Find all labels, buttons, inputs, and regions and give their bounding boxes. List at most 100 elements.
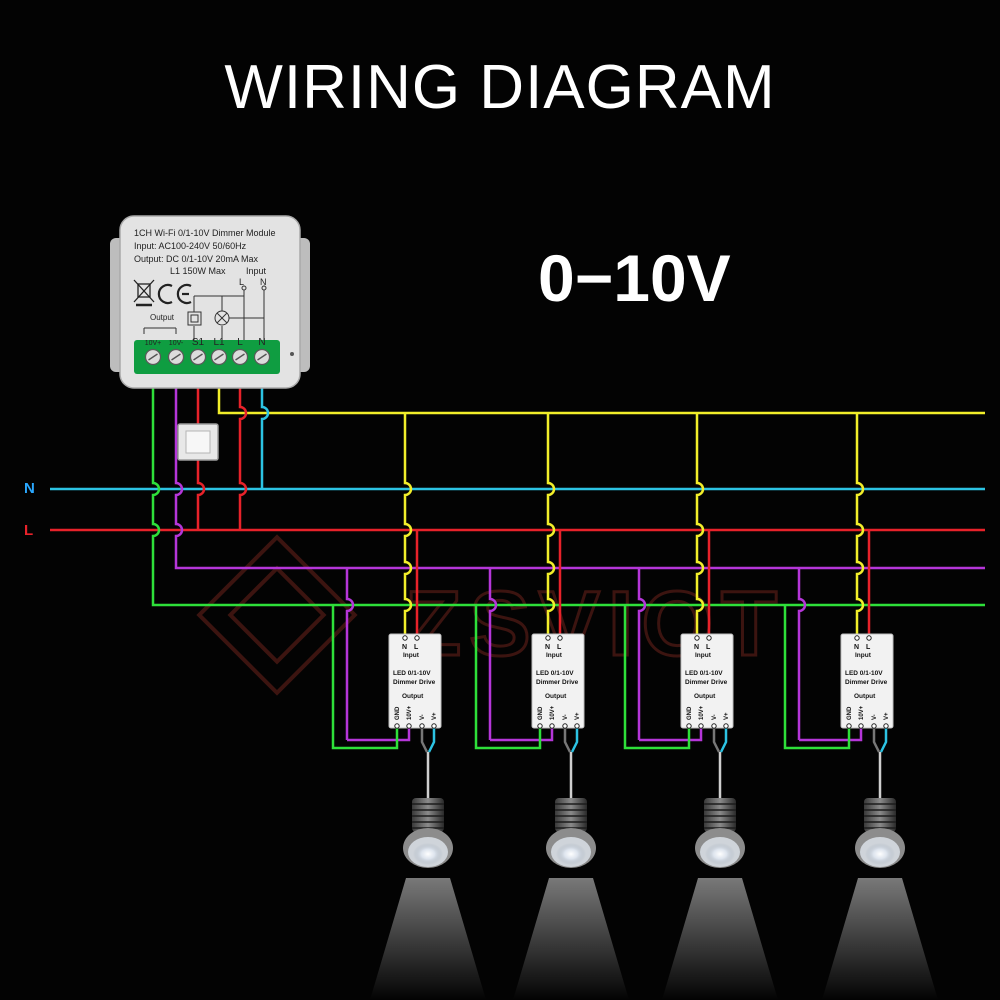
led-downlight-icon — [370, 798, 486, 1000]
led-downlight-icon — [662, 798, 778, 1000]
driver-1-signal-minus-link — [331, 605, 399, 750]
driver-output-terminal-label: V- — [420, 714, 426, 720]
driver-4-signal-minus-link — [783, 605, 851, 750]
weee-icon — [133, 279, 155, 307]
driver-4-output-v-plus-wire — [879, 726, 888, 753]
driver-4-signal-plus-link — [799, 726, 863, 742]
driver-1-n-wire — [403, 413, 413, 638]
module-terminal-l1: L1 — [210, 337, 228, 366]
led-downlights — [370, 798, 938, 1000]
driver-output-terminal — [871, 723, 877, 729]
driver-output-terminal-label: V- — [563, 714, 569, 720]
driver-n-terminal — [402, 635, 408, 641]
driver-n-terminal — [545, 635, 551, 641]
driver-2-output-v-plus-wire — [570, 726, 579, 753]
driver-output-terminal — [883, 723, 889, 729]
driver-output-terminal-label: GND — [687, 706, 693, 720]
module-terminal-s1: S1 — [189, 337, 207, 366]
driver-input-terminal-label: L — [557, 644, 562, 651]
driver-output-terminal-label: V- — [712, 714, 718, 720]
driver-name-line1: LED 0/1-10V — [685, 670, 723, 677]
driver-output-terminal — [846, 723, 852, 729]
module-l-label: L — [239, 277, 244, 287]
driver-input-label: Input — [855, 652, 872, 659]
driver-output-terminal-label: 10V+ — [859, 705, 865, 720]
driver-input-terminal-label: N — [545, 644, 550, 651]
ce-mark-icon — [157, 283, 192, 305]
driver-l-terminal — [414, 635, 420, 641]
module-output-label: Output — [150, 313, 175, 322]
module-label-line3: Output: DC 0/1-10V 20mA Max — [134, 254, 259, 264]
driver-output-terminal-label: V- — [872, 714, 878, 720]
driver-name-line2: Dimmer Drive — [536, 679, 579, 686]
driver-l-terminal — [706, 635, 712, 641]
module-terminal-label: N — [258, 337, 265, 348]
module-terminal-10v-: 10V- — [167, 340, 185, 366]
module-n-drop — [260, 374, 270, 489]
driver-name-line1: LED 0/1-10V — [845, 670, 883, 677]
module-terminal-10v-plus: 10V+ — [145, 340, 162, 366]
driver-input-label: Input — [403, 652, 420, 659]
module-label-line1: 1CH Wi-Fi 0/1-10V Dimmer Module — [134, 228, 276, 238]
driver-3-output-v-plus-wire — [719, 726, 728, 753]
driver-3-signal-plus-link — [639, 726, 703, 742]
driver-output-terminal-label: 10V+ — [550, 705, 556, 720]
driver-2-n-wire — [546, 413, 556, 638]
driver-l-terminal — [557, 635, 563, 641]
module-input-label: Input — [246, 266, 267, 276]
driver-output-terminal — [419, 723, 425, 729]
driver-output-terminal — [858, 723, 864, 729]
driver-output-terminal — [549, 723, 555, 729]
page-title: WIRING DIAGRAM — [224, 53, 776, 122]
driver-2-output-v-minus-wire — [563, 726, 572, 753]
module-terminal-label: L1 — [213, 337, 225, 348]
driver-output-label: Output — [854, 693, 876, 700]
driver-name-line1: LED 0/1-10V — [393, 670, 431, 677]
driver-name-line2: Dimmer Drive — [393, 679, 436, 686]
module-terminal-label: 10V+ — [145, 340, 162, 347]
module-internal-schematic — [143, 285, 267, 344]
driver-4-output-v-minus-wire — [872, 726, 881, 753]
driver-output-terminal — [394, 723, 400, 729]
driver-1-output-v-plus-wire — [427, 726, 436, 753]
watermark-logo-icon — [196, 534, 358, 696]
driver-3-signal-plus-wire — [637, 568, 647, 740]
led-downlight-icon — [822, 798, 938, 1000]
driver-4-signal-plus-wire — [797, 568, 807, 740]
driver-output-terminal — [562, 723, 568, 729]
wall-switch — [177, 423, 219, 461]
dimmer-module: 1CH Wi-Fi 0/1-10V Dimmer Module Input: A… — [110, 215, 310, 389]
module-terminal-n: N — [253, 337, 271, 366]
driver-input-terminal-label: L — [706, 644, 711, 651]
driver-output-terminal-label: GND — [538, 706, 544, 720]
driver-output-terminal-label: V+ — [884, 712, 890, 720]
driver-output-terminal-label: 10V+ — [699, 705, 705, 720]
driver-3-signal-minus-link — [623, 605, 691, 750]
driver-2-signal-minus-link — [474, 605, 542, 750]
driver-l-terminal — [866, 635, 872, 641]
driver-2-signal-plus-wire — [488, 568, 498, 740]
driver-1-signal-plus-link — [347, 726, 411, 742]
driver-output-terminal — [723, 723, 729, 729]
driver-output-terminal-label: V+ — [575, 712, 581, 720]
module-n-label: N — [260, 277, 267, 287]
driver-1-signal-plus-wire — [345, 568, 355, 740]
module-label-line4: L1 150W Max — [170, 266, 226, 276]
driver-input-terminal-label: L — [866, 644, 871, 651]
driver-output-terminal — [698, 723, 704, 729]
switched-line-bus-wire — [217, 374, 985, 415]
module-terminal-label: S1 — [192, 337, 205, 348]
module-label-line2: Input: AC100-240V 50/60Hz — [134, 241, 247, 251]
driver-output-terminal — [574, 723, 580, 729]
driver-name-line2: Dimmer Drive — [845, 679, 888, 686]
driver-3-output-v-minus-wire — [712, 726, 721, 753]
driver-name-line2: Dimmer Drive — [685, 679, 728, 686]
driver-output-terminal — [431, 723, 437, 729]
driver-output-terminal-label: 10V+ — [407, 705, 413, 720]
driver-4-n-wire — [855, 413, 865, 638]
